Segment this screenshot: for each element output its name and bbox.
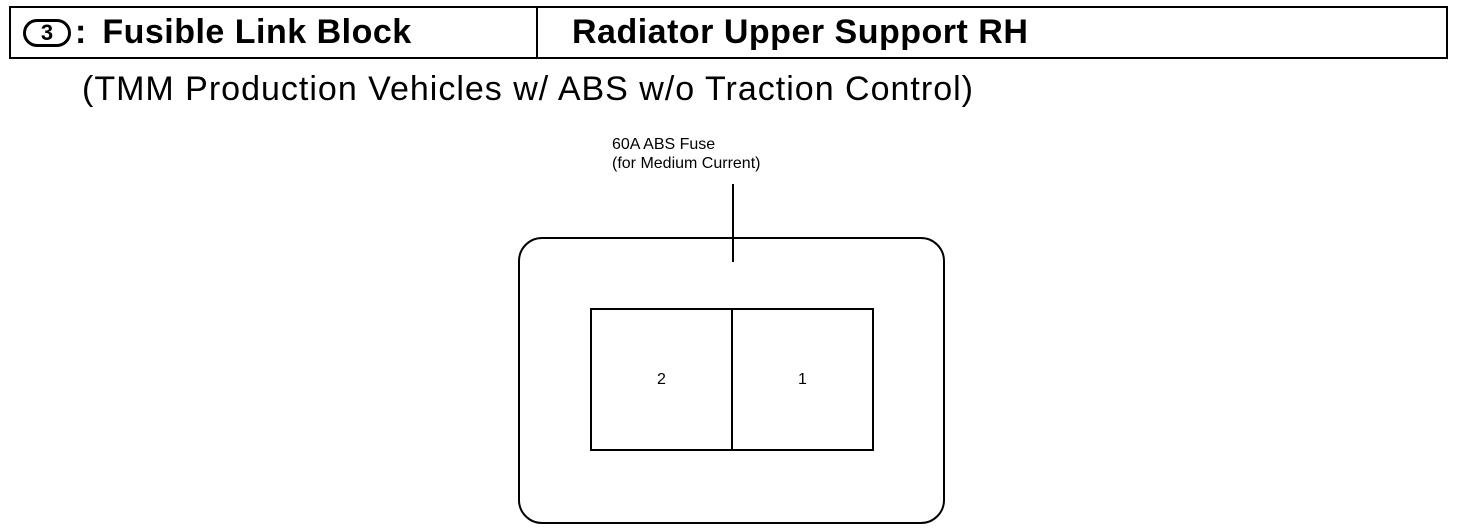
terminal-1: 1 <box>731 310 872 449</box>
fuse-terminal-pair: 2 1 <box>590 308 874 451</box>
header-separator: : <box>75 13 87 51</box>
fusible-link-block-housing <box>518 237 945 524</box>
fuse-callout: 60A ABS Fuse (for Medium Current) <box>612 135 760 173</box>
fuse-callout-line2: (for Medium Current) <box>612 155 761 172</box>
callout-leader-line <box>732 184 734 262</box>
component-location: Radiator Upper Support RH <box>572 13 1029 51</box>
terminal-1-label: 1 <box>798 370 807 388</box>
header-component-cell: 3 : Fusible Link Block <box>11 8 538 57</box>
header-bar: 3 : Fusible Link Block Radiator Upper Su… <box>9 6 1448 59</box>
terminal-2: 2 <box>592 310 731 449</box>
terminal-2-label: 2 <box>657 370 666 388</box>
fuse-callout-line1: 60A ABS Fuse <box>612 136 716 153</box>
component-name: Fusible Link Block <box>102 13 412 51</box>
vehicle-condition-subtitle: (TMM Production Vehicles w/ ABS w/o Trac… <box>82 70 974 108</box>
connector-code-badge: 3 <box>23 18 71 47</box>
